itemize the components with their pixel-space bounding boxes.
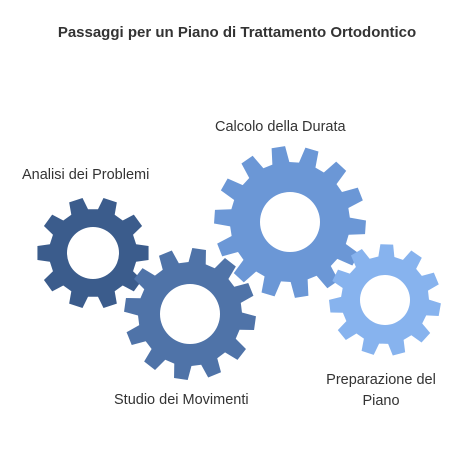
step-label-studio-movimenti: Studio dei Movimenti xyxy=(114,392,249,408)
step-label-analisi-problemi: Analisi dei Problemi xyxy=(22,167,150,183)
step-label-preparazione-line1: Preparazione del xyxy=(326,372,436,388)
step-label-preparazione-piano: Preparazione del Piano xyxy=(316,370,446,412)
gear-studio-movimenti-icon xyxy=(124,248,256,380)
gear-preparazione-piano-icon xyxy=(329,244,441,356)
gear-analisi-problemi-icon xyxy=(37,197,149,309)
diagram-title: Passaggi per un Piano di Trattamento Ort… xyxy=(57,24,417,41)
step-label-preparazione-line2: Piano xyxy=(362,393,400,409)
gear-calcolo-durata-icon xyxy=(214,146,366,298)
step-label-calcolo-durata: Calcolo della Durata xyxy=(215,119,346,135)
